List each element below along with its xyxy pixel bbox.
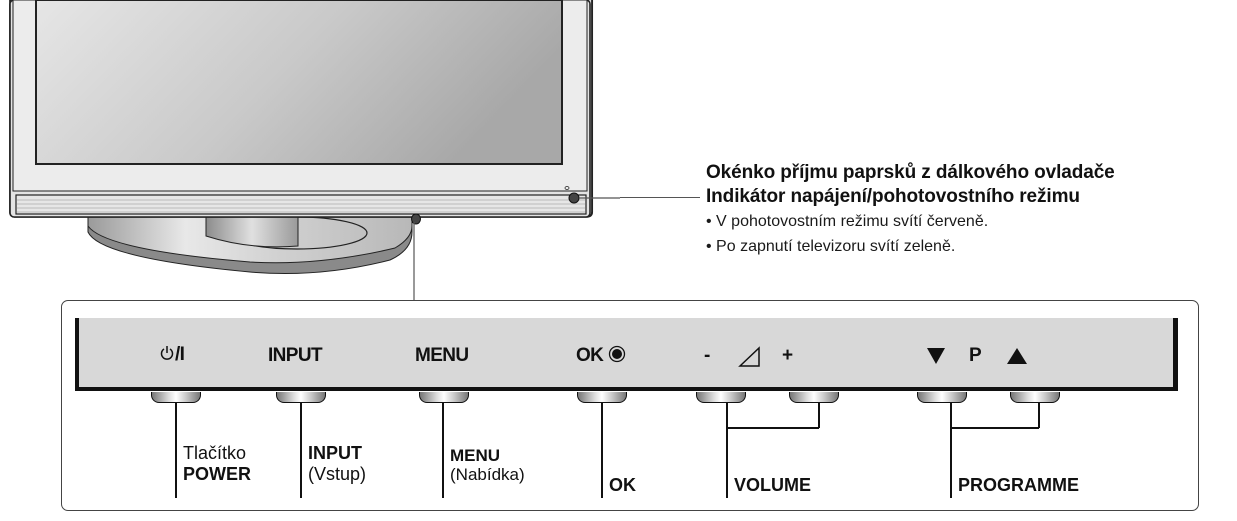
- ok-description: OK: [609, 475, 636, 495]
- volume-description: VOLUME: [734, 475, 812, 495]
- menu-leader: [442, 403, 444, 498]
- volume-triangle-icon: [738, 346, 760, 367]
- input-button[interactable]: [276, 392, 326, 403]
- input-leader: [300, 403, 302, 498]
- power-description: Tlačítko POWER: [183, 443, 252, 484]
- input-panel-label: INPUT: [268, 345, 323, 366]
- menu-description: MENU (Nabídka): [450, 446, 525, 484]
- programme-down-button[interactable]: [917, 392, 967, 403]
- volume-minus-label: -: [704, 345, 710, 366]
- power-slash-label: /I: [175, 344, 185, 365]
- ok-dot-icon: [608, 345, 626, 363]
- small-led-icon: [564, 186, 570, 190]
- volume-plus-leader: [818, 403, 820, 428]
- triangle-down-icon: [927, 348, 945, 364]
- programme-description: PROGRAMME: [958, 475, 1079, 495]
- power-leader: [175, 403, 177, 498]
- ir-receiver-indicator-icon: [568, 192, 580, 204]
- standby-note: • V pohotovostním režimu svítí červeně.: [706, 213, 989, 230]
- power-icon: [160, 346, 174, 360]
- menu-panel-label: MENU: [415, 345, 469, 366]
- volume-down-button[interactable]: [696, 392, 746, 403]
- programme-leader: [950, 403, 952, 498]
- power-panel-label: /I: [160, 344, 185, 366]
- programme-up-leader: [1038, 403, 1040, 428]
- tv-stand: [87, 216, 413, 274]
- programme-p-label: P: [969, 345, 982, 366]
- input-description: INPUT (Vstup): [308, 443, 367, 484]
- control-panel-strip: [75, 318, 1178, 391]
- programme-up-button[interactable]: [1010, 392, 1060, 403]
- front-buttons-indicator-icon: [411, 213, 421, 225]
- ok-leader: [601, 403, 603, 498]
- volume-up-button[interactable]: [789, 392, 839, 403]
- tv-speaker-strip: [15, 194, 587, 215]
- callout-leader-line-ext: [620, 197, 700, 199]
- menu-button[interactable]: [419, 392, 469, 403]
- triangle-up-icon: [1007, 348, 1027, 364]
- power-button[interactable]: [151, 392, 201, 403]
- ok-panel-label: OK: [576, 345, 626, 367]
- power-indicator-title: Indikátor napájení/pohotovostního režimu: [706, 186, 1080, 207]
- tv-screen: [35, 0, 563, 165]
- ok-button[interactable]: [577, 392, 627, 403]
- power-on-note: • Po zapnutí televizoru svítí zeleně.: [706, 238, 956, 255]
- tv-front-illustration: [9, 0, 620, 300]
- ir-receiver-title: Okénko příjmu paprsků z dálkového ovlada…: [706, 162, 1115, 183]
- volume-plus-label: +: [782, 345, 793, 366]
- volume-join-line: [726, 427, 819, 429]
- programme-join-line: [950, 427, 1039, 429]
- volume-leader: [726, 403, 728, 498]
